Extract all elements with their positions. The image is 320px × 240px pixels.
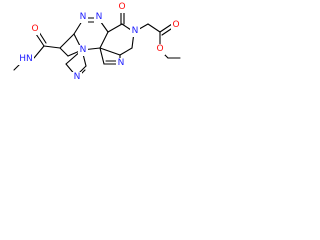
atom-label-n: N — [80, 12, 87, 22]
bond — [38, 31, 47, 44]
bond — [59, 47, 69, 57]
bond — [147, 23, 161, 33]
bond — [99, 31, 109, 49]
atom-label-o: O — [156, 44, 163, 54]
bond — [43, 45, 61, 49]
molecule-structure-diagram: N N O N N N N O O O HN — [13, 2, 181, 83]
bond-layer — [13, 11, 181, 78]
bond — [99, 47, 105, 65]
atom-label-o: O — [31, 24, 38, 34]
atom-label-n: N — [132, 26, 139, 36]
atom-label-n: N — [80, 45, 87, 55]
atom-label-nh: HN — [19, 54, 33, 64]
bond — [59, 33, 75, 49]
bond — [35, 33, 45, 47]
bond — [33, 45, 45, 59]
bond — [159, 23, 173, 33]
bond — [107, 23, 123, 33]
atom-label-layer: N N O N N N N O O O HN — [18, 2, 181, 83]
atom-label-n: N — [118, 58, 125, 68]
atom-label-o: O — [172, 20, 179, 30]
atom-label-n: N — [74, 72, 81, 82]
bond — [99, 47, 121, 56]
atom-label-o: O — [118, 2, 125, 12]
atom-label-n: N — [96, 12, 103, 22]
bond — [119, 47, 133, 56]
